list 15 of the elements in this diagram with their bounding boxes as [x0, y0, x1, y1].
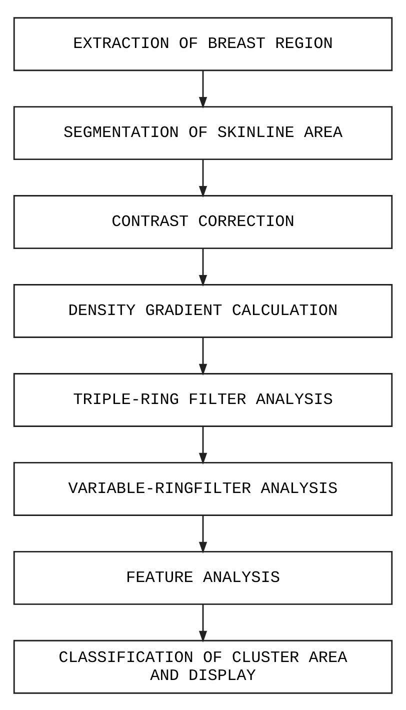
- arrow: [198, 70, 208, 108]
- node-box: DENSITY GRADIENT CALCULATION: [13, 284, 393, 338]
- node-box: VARIABLE-RINGFILTER ANALYSIS: [13, 461, 393, 516]
- node-box: EXTRACTION OF BREAST REGION: [13, 16, 393, 71]
- node-box: TRIPLE-RING FILTER ANALYSIS: [13, 372, 393, 426]
- node-box: CLASSIFICATION OF CLUSTER AREA AND DISPLAY: [13, 639, 393, 694]
- arrow: [198, 336, 208, 376]
- arrow: [198, 426, 208, 464]
- arrow: [198, 514, 208, 554]
- node-box: CONTRAST CORRECTION: [13, 194, 393, 249]
- arrow: [198, 604, 208, 642]
- node-box: FEATURE ANALYSIS: [13, 550, 393, 604]
- node-box: SEGMENTATION OF SKINLINE AREA: [13, 106, 393, 160]
- arrow: [198, 248, 208, 286]
- arrow: [198, 158, 208, 198]
